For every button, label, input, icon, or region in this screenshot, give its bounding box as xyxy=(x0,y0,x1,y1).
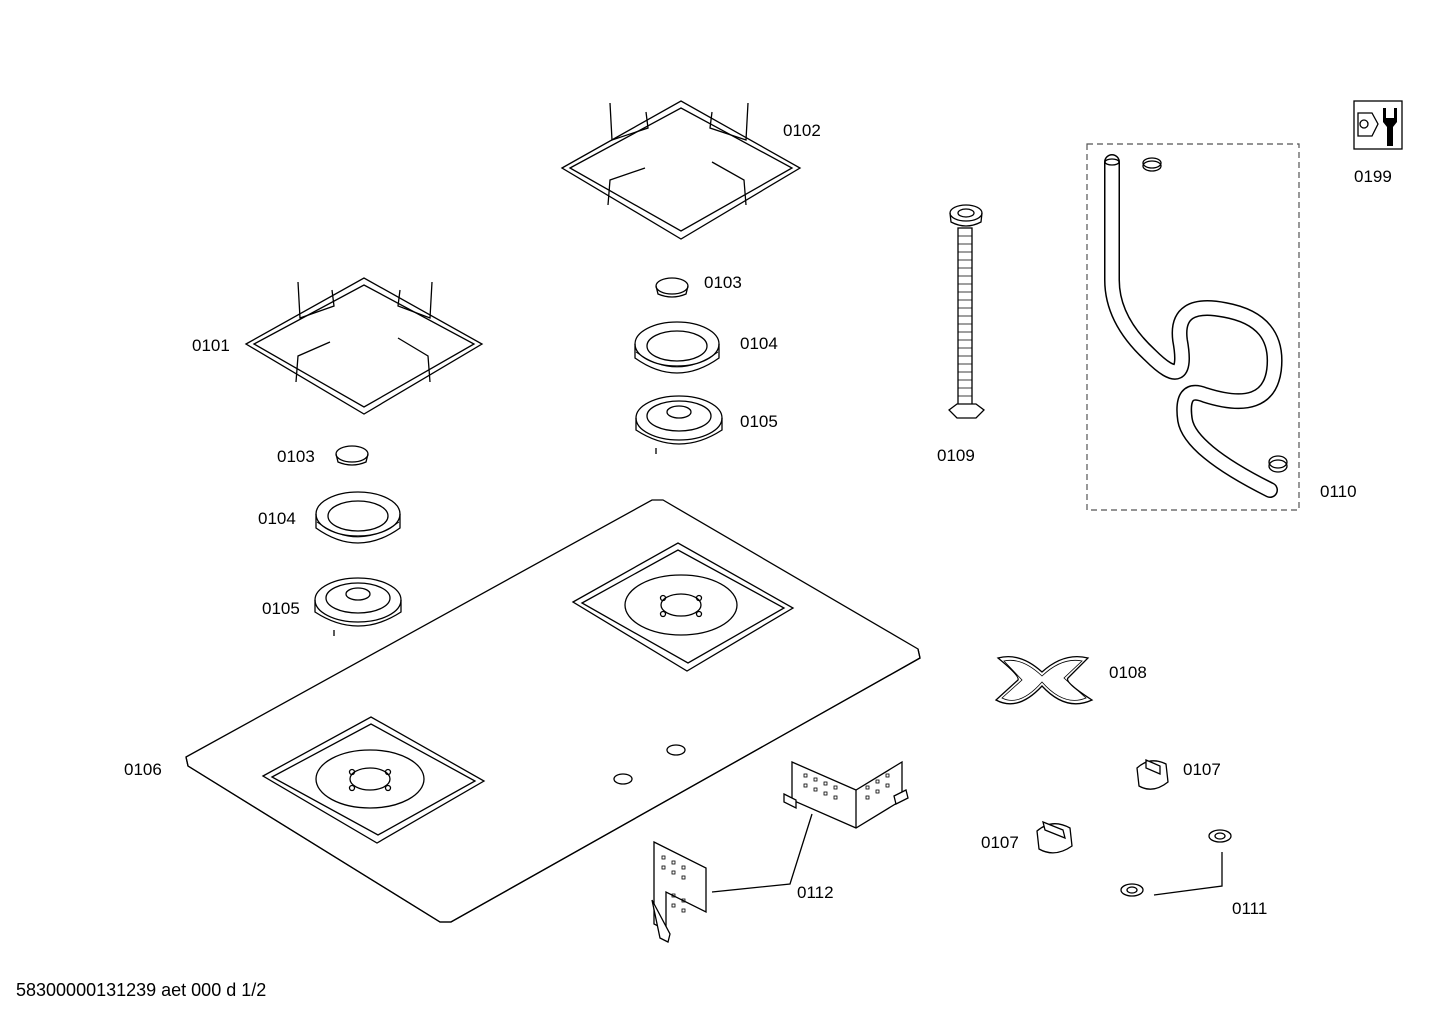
label-0103-lower: 0103 xyxy=(277,447,315,466)
pan-support-lower xyxy=(244,277,484,415)
knob-washers xyxy=(1120,829,1232,897)
label-0105-lower: 0105 xyxy=(262,599,300,618)
burner-ring-lower xyxy=(315,491,401,544)
label-0104-upper: 0104 xyxy=(740,334,778,353)
fixing-bracket-left xyxy=(651,813,813,943)
fixing-bracket-right xyxy=(783,760,909,829)
hob-seal xyxy=(994,655,1094,705)
hob-top-plate xyxy=(185,499,921,923)
label-0112: 0112 xyxy=(797,883,834,902)
label-0108: 0108 xyxy=(1109,663,1147,682)
burner-ring-upper xyxy=(634,321,720,374)
burner-base-lower xyxy=(314,577,402,636)
label-0109: 0109 xyxy=(937,446,975,465)
control-knob-left xyxy=(1036,820,1073,854)
label-0106: 0106 xyxy=(124,760,162,779)
gas-connection-pipe xyxy=(948,204,985,419)
flexible-hose-kit xyxy=(1086,143,1300,511)
pan-support-upper xyxy=(560,100,802,240)
drawing-reference: 58300000131239 aet 000 d 1/2 xyxy=(16,980,267,1000)
wrench-nut-icon xyxy=(1353,100,1403,150)
label-0111: 0111 xyxy=(1232,899,1267,918)
label-0199: 0199 xyxy=(1354,167,1392,186)
label-0104-lower: 0104 xyxy=(258,509,296,528)
label-0103-upper: 0103 xyxy=(704,273,742,292)
control-knob-right xyxy=(1136,759,1169,790)
burner-base-upper xyxy=(635,395,723,454)
burner-cap-upper xyxy=(655,277,689,298)
burner-cap-lower xyxy=(335,445,369,466)
label-0101: 0101 xyxy=(192,336,230,355)
label-0102: 0102 xyxy=(783,121,821,140)
label-0107-right: 0107 xyxy=(1183,760,1221,779)
label-0107-left: 0107 xyxy=(981,833,1019,852)
label-0110: 0110 xyxy=(1320,482,1357,501)
label-0105-upper: 0105 xyxy=(740,412,778,431)
